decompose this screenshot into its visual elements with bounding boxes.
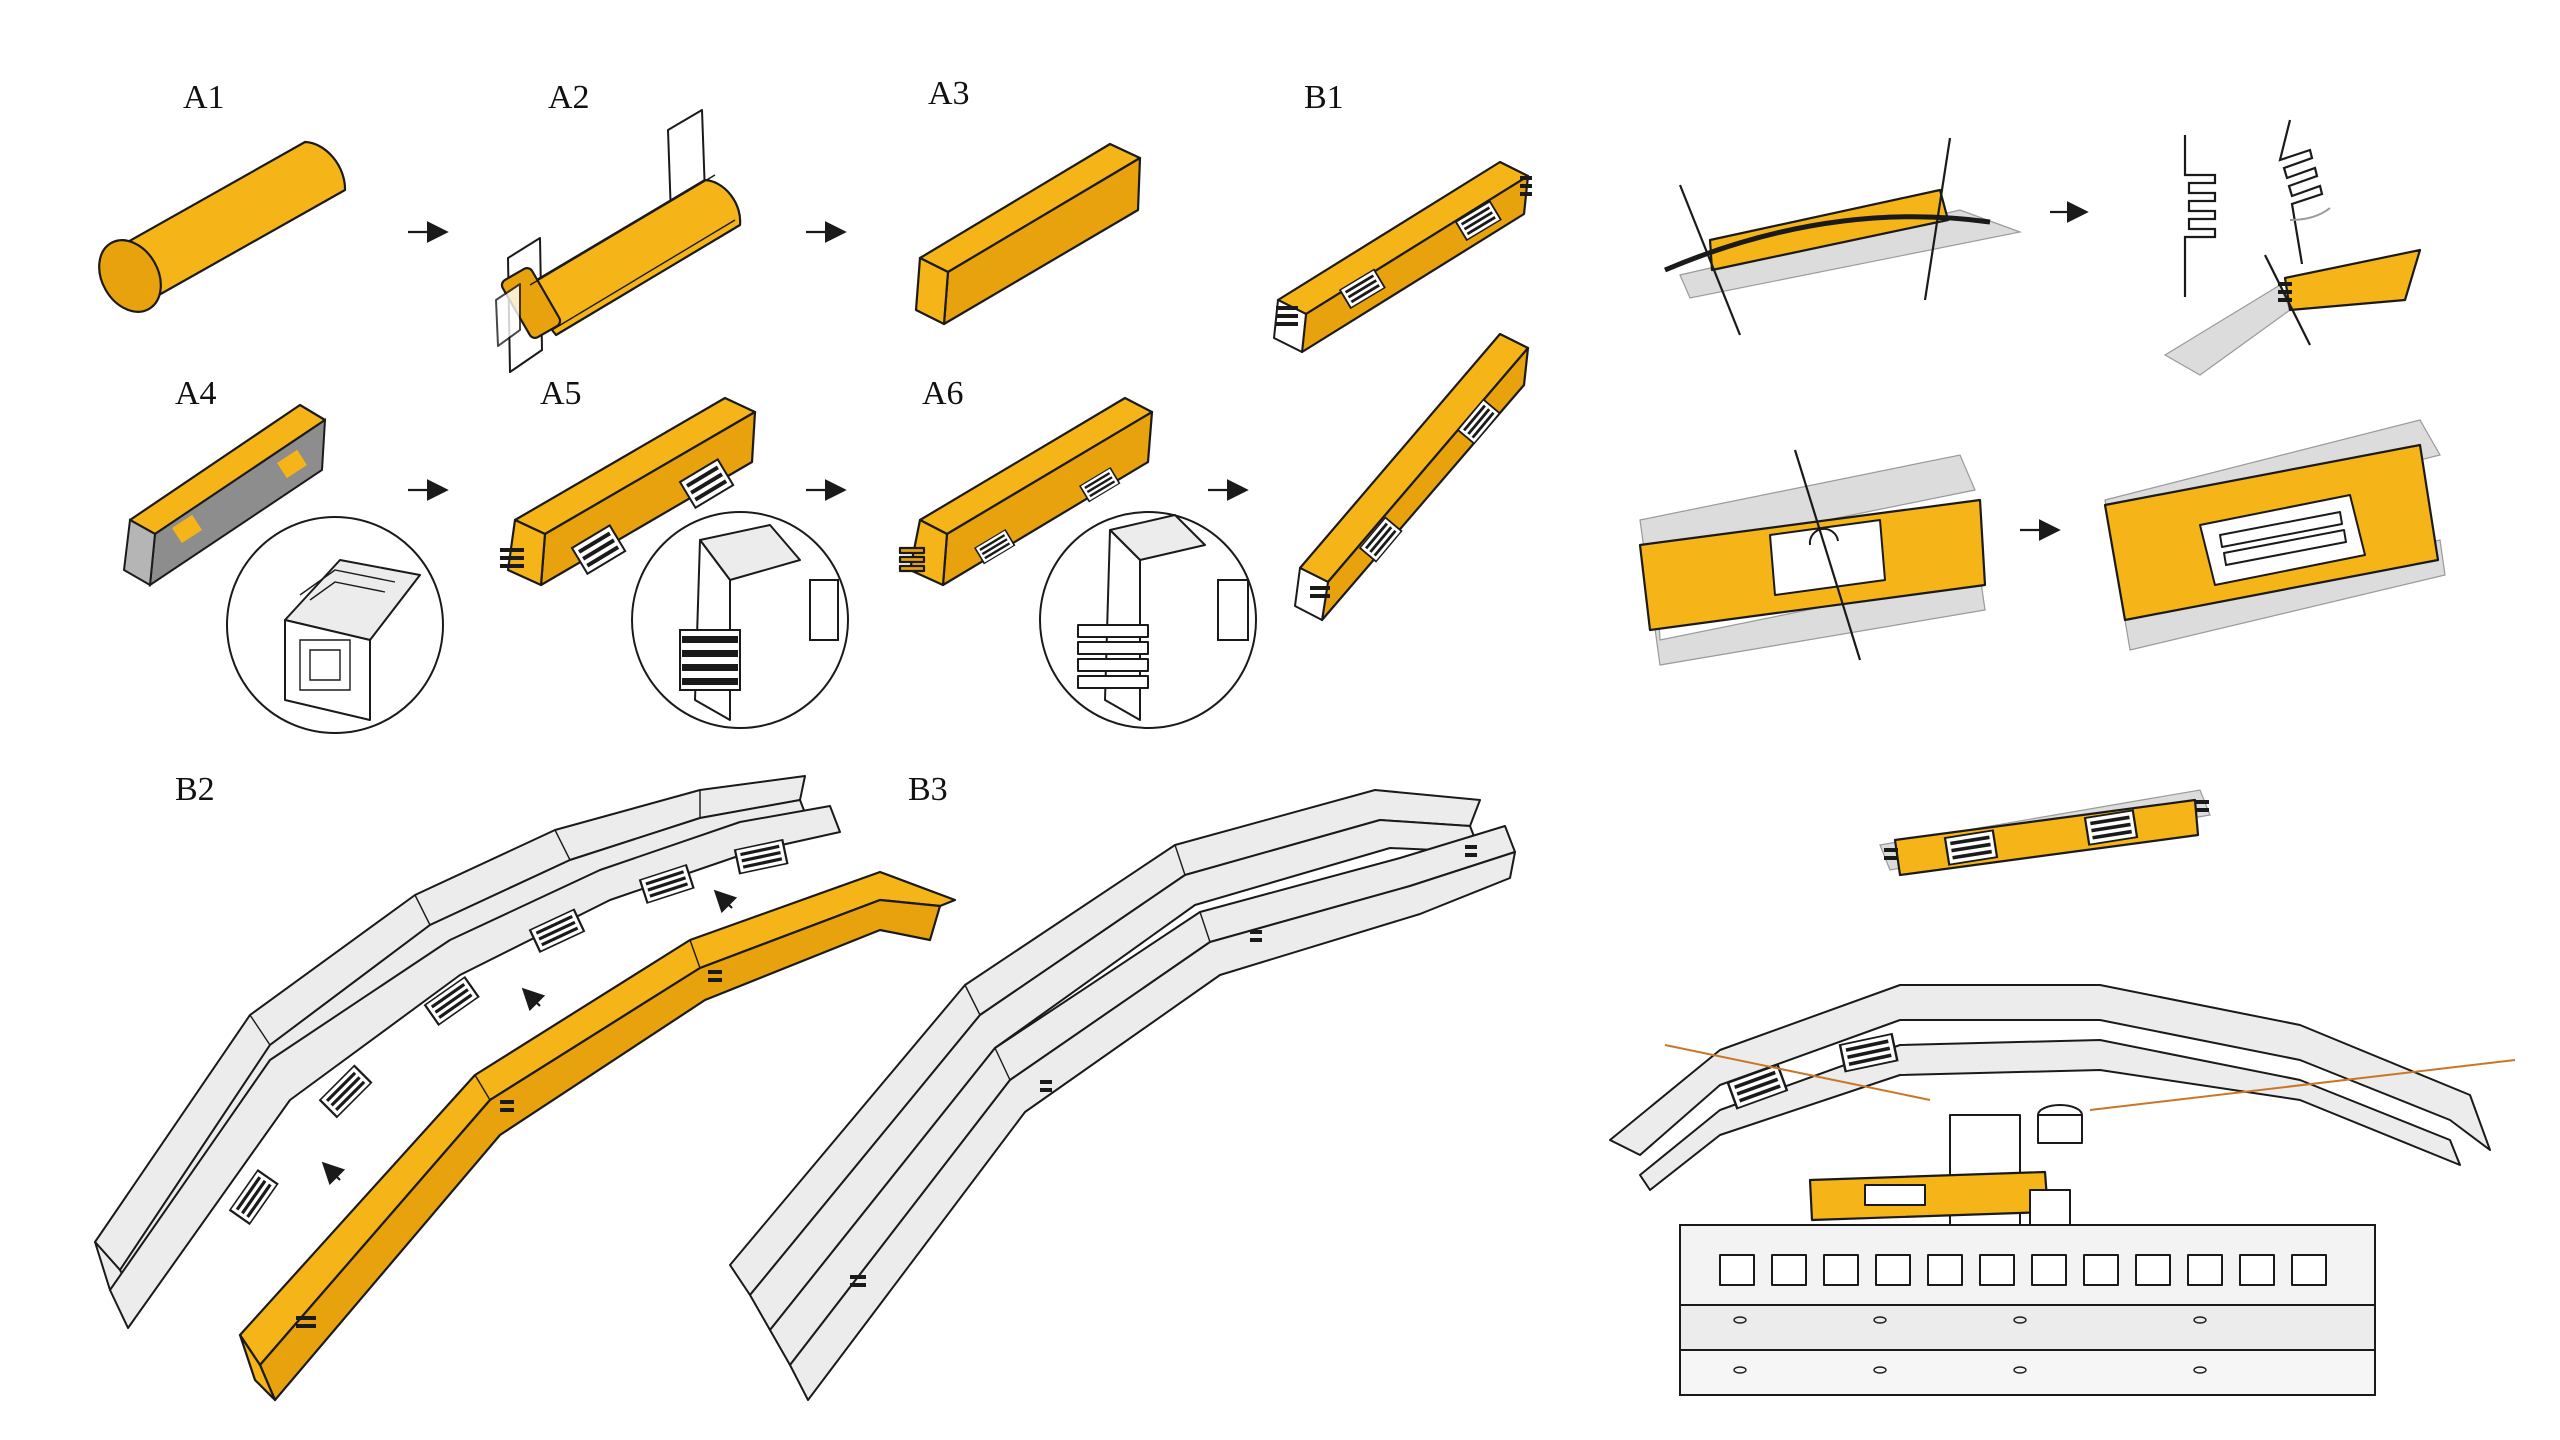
- label-b3: B3: [908, 771, 948, 808]
- detail-circle-a4: [226, 516, 444, 734]
- label-a6: A6: [922, 375, 964, 412]
- label-a4: A4: [175, 375, 217, 412]
- log-a6-tenon: [898, 396, 1154, 587]
- arch-b3-assembled: [729, 789, 1516, 1401]
- log-a3-squared: [914, 142, 1142, 326]
- log-a2-cut-planes: [495, 109, 742, 373]
- label-a3: A3: [928, 75, 970, 112]
- beam-b1: [1273, 160, 1532, 354]
- log-a4-layered: [122, 403, 327, 588]
- log-a1: [98, 140, 347, 313]
- finger-joint-profile: [2163, 119, 2422, 376]
- mortise-diagram: [1638, 449, 1987, 666]
- detail-circle-a5: [631, 511, 849, 729]
- arrow-up-left-icon: [521, 987, 546, 1012]
- mortise-slots-diagram: [2103, 419, 2446, 651]
- joined-beam-diagram: [1879, 789, 2211, 877]
- label-b1: B1: [1304, 79, 1344, 116]
- log-a5-slotted: [500, 396, 757, 587]
- label-b2: B2: [175, 771, 215, 808]
- beam-b1-lower: [1294, 332, 1530, 622]
- robotic-fabrication-scene: [1609, 984, 2516, 1396]
- detail-circle-a6: [1039, 511, 1257, 729]
- arch-b2-timber: [238, 870, 957, 1402]
- arrow-up-left-icon: [321, 1161, 346, 1186]
- label-a5: A5: [540, 375, 582, 412]
- curved-member-diagram: [1664, 137, 2023, 336]
- label-a2: A2: [548, 79, 590, 116]
- arch-b2-grey: [94, 775, 841, 1329]
- label-a1: A1: [183, 79, 225, 116]
- arrow-up-left-icon: [713, 889, 738, 914]
